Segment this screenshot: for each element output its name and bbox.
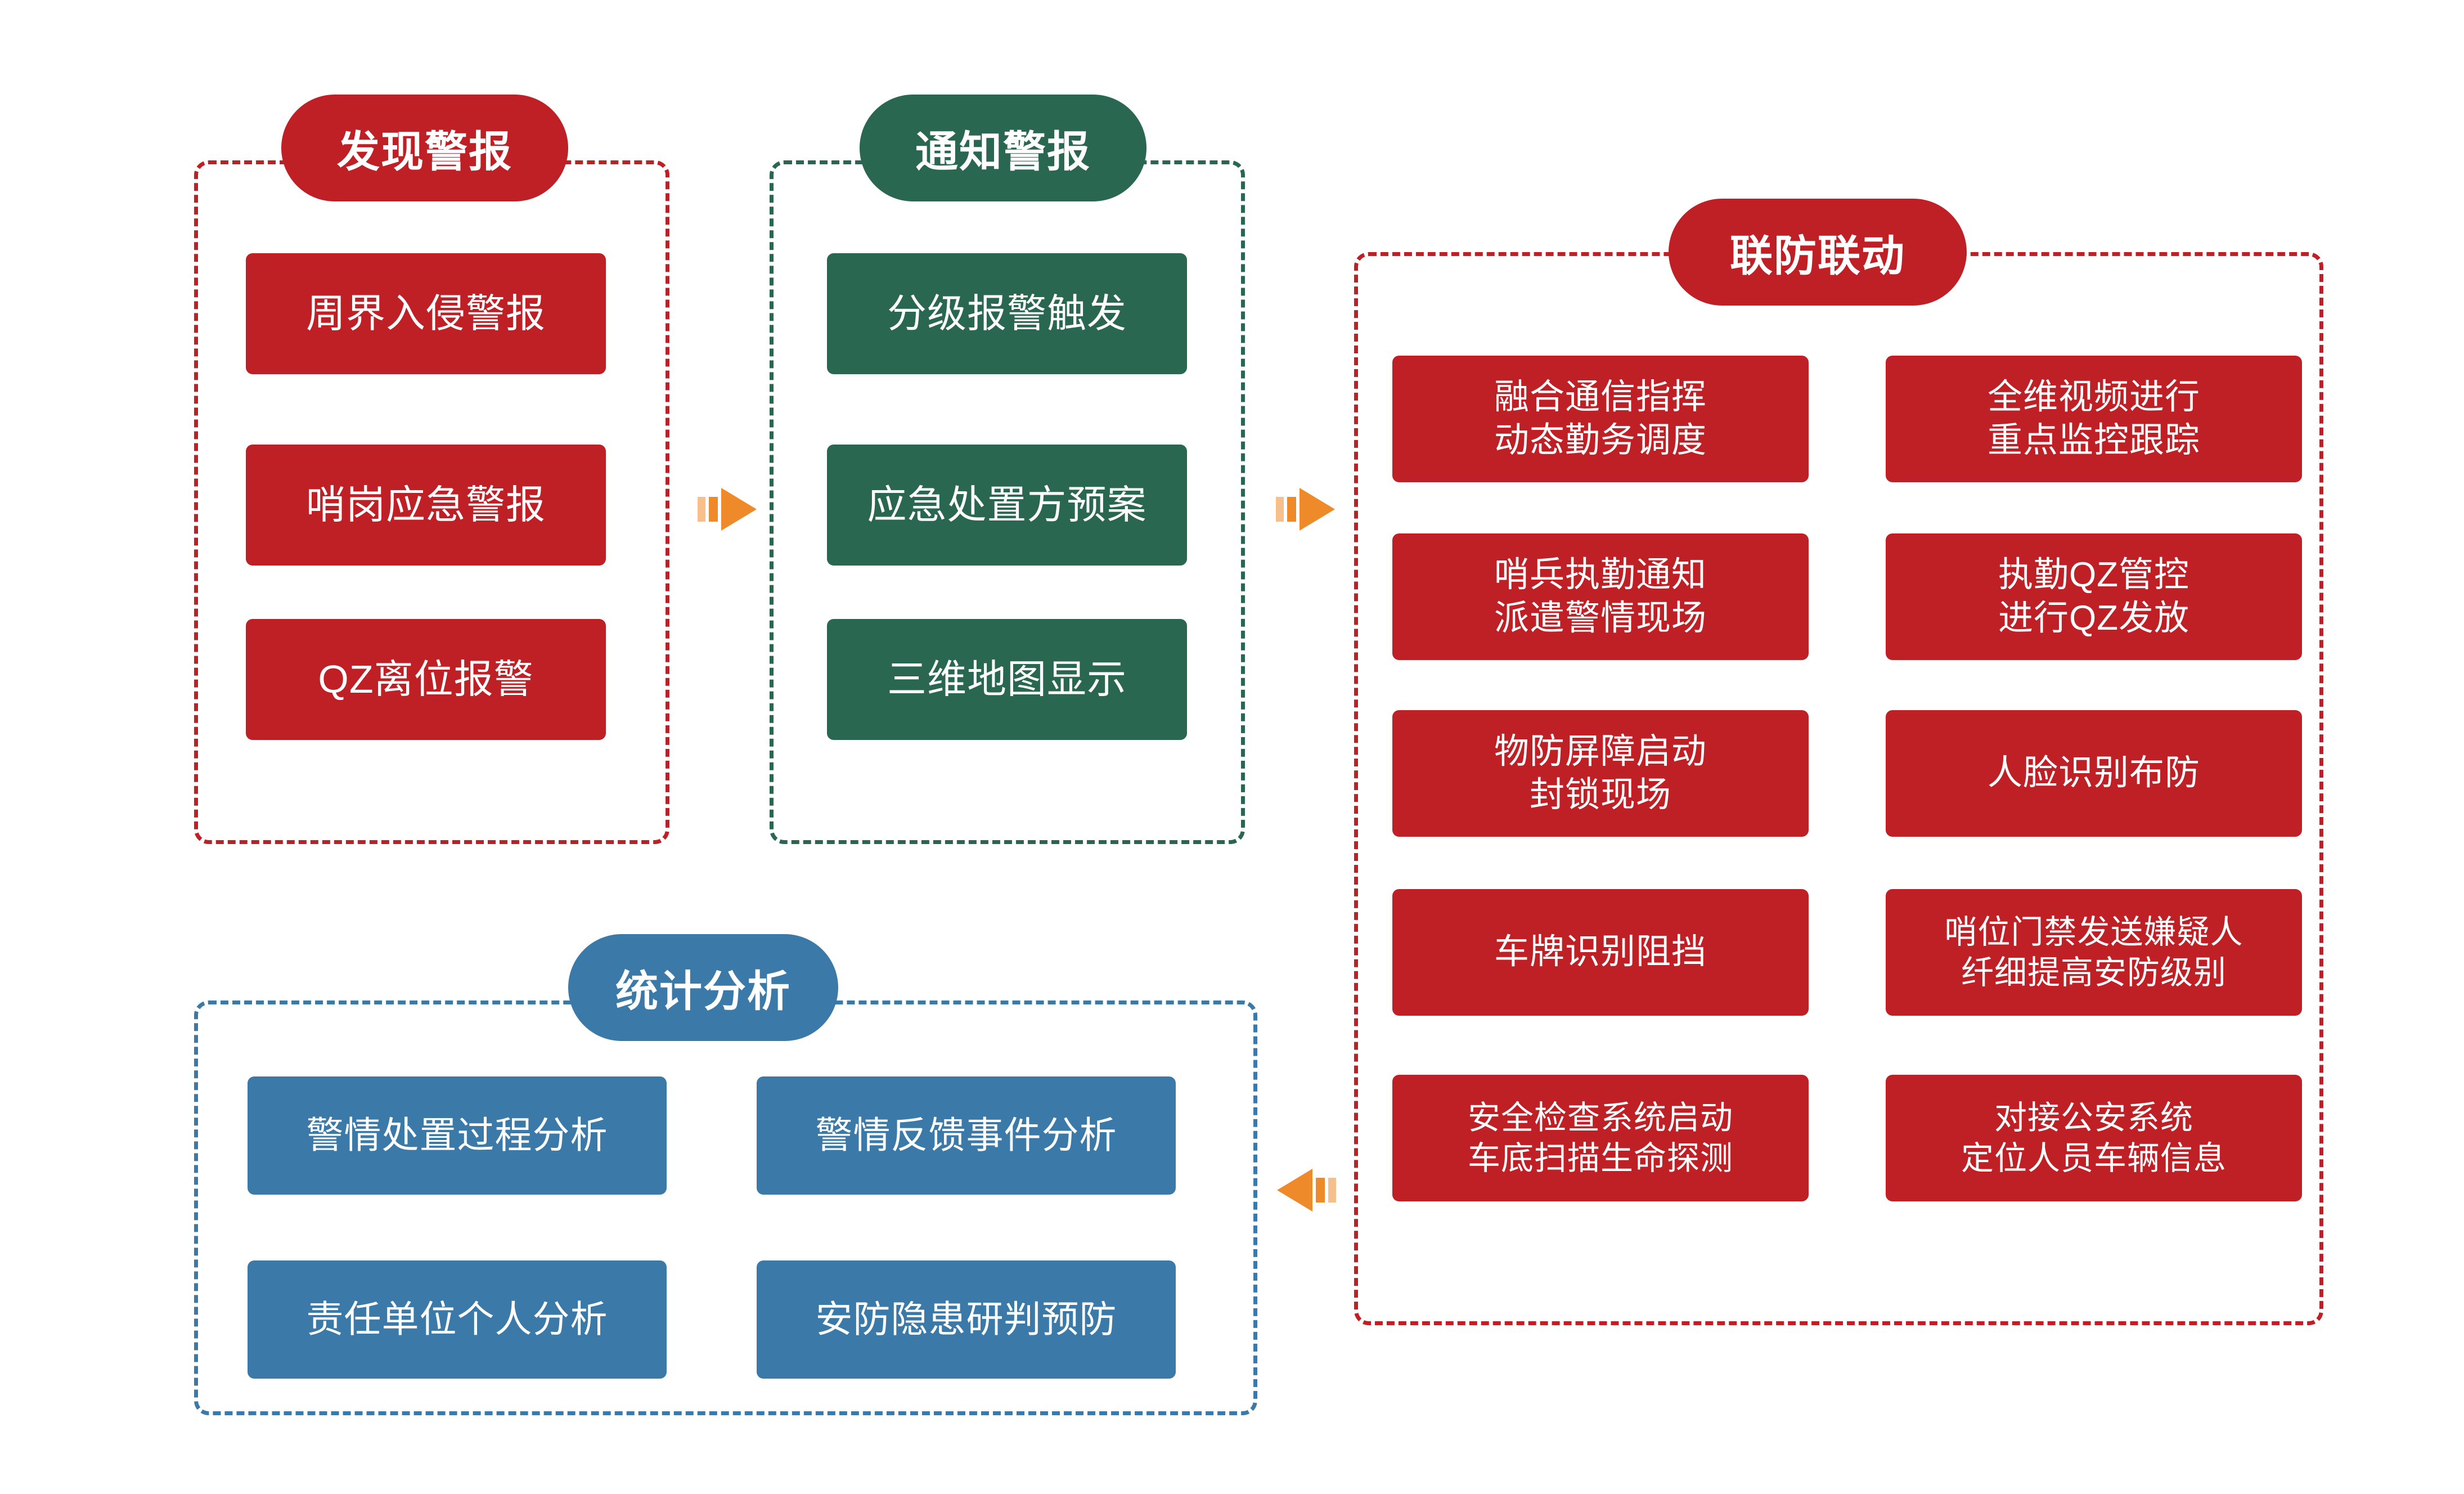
arrow-right-icon [698, 488, 757, 531]
card-joint-defense-0[interactable]: 融合通信指挥 动态勤务调度 [1392, 356, 1809, 482]
arrow-right-icon [1276, 488, 1335, 531]
card-joint-defense-2[interactable]: 哨兵执勤通知 派遣警情现场 [1392, 533, 1809, 660]
card-text: 三维地图显示 [887, 657, 1127, 702]
card-discover-alarm-0[interactable]: 周界入侵警报 [246, 253, 606, 374]
card-text: 哨兵执勤通知 派遣警情现场 [1494, 555, 1707, 638]
group-title-notify-alarm[interactable]: 通知警报 [860, 95, 1146, 201]
card-text: 全维视频进行 重点监控跟踪 [1987, 377, 2200, 460]
card-text: 人脸识别布防 [1987, 753, 2200, 793]
group-title-joint-defense[interactable]: 联防联动 [1669, 199, 1967, 306]
card-text: 物防屏障启动 封锁现场 [1494, 732, 1707, 814]
card-text: 哨岗应急警报 [306, 483, 546, 527]
card-joint-defense-3[interactable]: 执勤QZ管控 进行QZ发放 [1886, 533, 2302, 660]
arrow-joint-to-statistics [1274, 1162, 1336, 1218]
group-title-label: 统计分析 [615, 968, 791, 1016]
card-joint-defense-4[interactable]: 物防屏障启动 封锁现场 [1392, 710, 1809, 837]
arrow-left-icon [1277, 1169, 1336, 1212]
card-joint-defense-6[interactable]: 车牌识别阻挡 [1392, 889, 1809, 1016]
group-title-label: 发现警报 [337, 128, 512, 176]
card-text: 执勤QZ管控 进行QZ发放 [1998, 555, 2190, 638]
arrow-notify-to-joint [1276, 481, 1338, 537]
card-joint-defense-1[interactable]: 全维视频进行 重点监控跟踪 [1886, 356, 2302, 482]
group-title-discover-alarm[interactable]: 发现警报 [281, 95, 568, 201]
group-title-label: 联防联动 [1730, 232, 1905, 280]
card-text: 对接公安系统 定位人员车辆信息 [1961, 1099, 2227, 1177]
card-text: 车牌识别阻挡 [1494, 932, 1707, 972]
card-text: 应急处置方预案 [867, 483, 1147, 527]
card-joint-defense-8[interactable]: 安全检查系统启动 车底扫描生命探测 [1392, 1075, 1809, 1201]
card-statistics-analysis-2[interactable]: 责任单位个人分析 [248, 1260, 667, 1379]
arrow-discover-to-notify [698, 481, 759, 537]
card-joint-defense-5[interactable]: 人脸识别布防 [1886, 710, 2302, 837]
card-joint-defense-7[interactable]: 哨位门禁发送嫌疑人 纤细提高安防级别 [1886, 889, 2302, 1016]
card-notify-alarm-2[interactable]: 三维地图显示 [827, 619, 1187, 740]
card-text: QZ离位报警 [318, 657, 534, 702]
card-discover-alarm-1[interactable]: 哨岗应急警报 [246, 445, 606, 566]
card-text: 责任单位个人分析 [306, 1298, 608, 1340]
card-text: 警情处置过程分析 [306, 1114, 608, 1156]
card-statistics-analysis-3[interactable]: 安防隐患研判预防 [757, 1260, 1176, 1379]
card-text: 警情反馈事件分析 [815, 1114, 1117, 1156]
card-discover-alarm-2[interactable]: QZ离位报警 [246, 619, 606, 740]
card-notify-alarm-1[interactable]: 应急处置方预案 [827, 445, 1187, 566]
card-statistics-analysis-0[interactable]: 警情处置过程分析 [248, 1076, 667, 1195]
card-text: 安全检查系统启动 车底扫描生命探测 [1467, 1099, 1733, 1177]
card-text: 安防隐患研判预防 [815, 1298, 1117, 1340]
card-text: 周界入侵警报 [306, 291, 546, 336]
card-notify-alarm-0[interactable]: 分级报警触发 [827, 253, 1187, 374]
group-title-label: 通知警报 [915, 128, 1091, 176]
card-statistics-analysis-1[interactable]: 警情反馈事件分析 [757, 1076, 1176, 1195]
group-title-statistics-analysis[interactable]: 统计分析 [568, 934, 838, 1041]
card-text: 分级报警触发 [887, 291, 1127, 336]
card-text: 融合通信指挥 动态勤务调度 [1494, 377, 1707, 460]
card-text: 哨位门禁发送嫌疑人 纤细提高安防级别 [1944, 913, 2243, 991]
card-joint-defense-9[interactable]: 对接公安系统 定位人员车辆信息 [1886, 1075, 2302, 1201]
